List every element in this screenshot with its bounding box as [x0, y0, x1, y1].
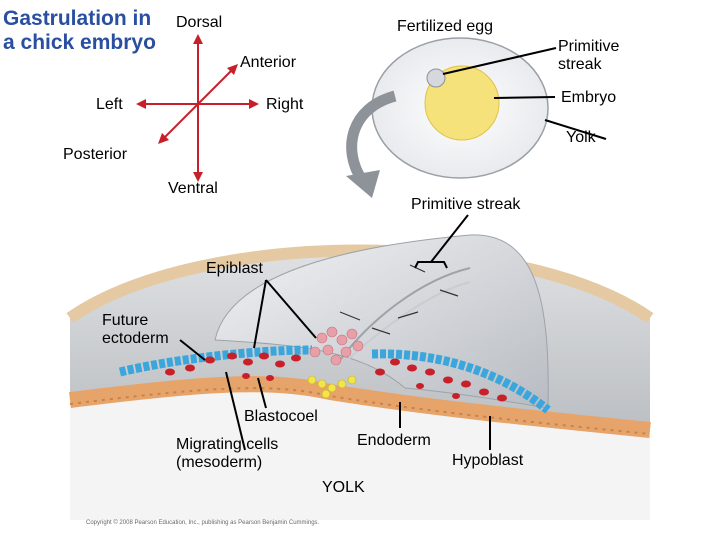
egg-embryo-label: Embryo	[561, 89, 617, 106]
section-blastocoel-label: Blastocoel	[244, 408, 318, 425]
zoom-arrow	[346, 90, 397, 198]
compass-anterior-label: Anterior	[240, 54, 297, 71]
compass-arrows	[136, 34, 259, 182]
compass-dorsal-label: Dorsal	[176, 14, 223, 31]
section-primitive-streak-label: Primitive streak	[411, 196, 521, 213]
page-title: Gastrulation in a chick embryo	[3, 7, 156, 55]
section-endoderm-label: Endoderm	[357, 432, 431, 449]
egg-leader-lines	[442, 47, 607, 140]
fertilized-egg	[371, 37, 549, 179]
section-yolk-label: YOLK	[322, 479, 365, 496]
egg-yolk-label: Yolk	[566, 129, 596, 146]
compass-ventral-label: Ventral	[168, 180, 218, 197]
copyright-notice: Copyright © 2008 Pearson Education, Inc.…	[86, 520, 320, 526]
cross-section	[66, 234, 654, 520]
compass-right-label: Right	[266, 96, 304, 113]
section-epiblast-label: Epiblast	[206, 260, 263, 277]
section-leader-lines	[179, 214, 491, 451]
compass-posterior-label: Posterior	[63, 146, 128, 163]
egg-primitive-streak-label: Primitive streak	[558, 38, 620, 73]
egg-fertilized-egg-label: Fertilized egg	[397, 18, 494, 35]
section-migrating-cells-label: Migrating cells (mesoderm)	[176, 436, 279, 471]
section-hypoblast-label: Hypoblast	[452, 452, 524, 469]
section-future-ectoderm-label: Future ectoderm	[102, 312, 169, 347]
compass-left-label: Left	[96, 96, 123, 113]
